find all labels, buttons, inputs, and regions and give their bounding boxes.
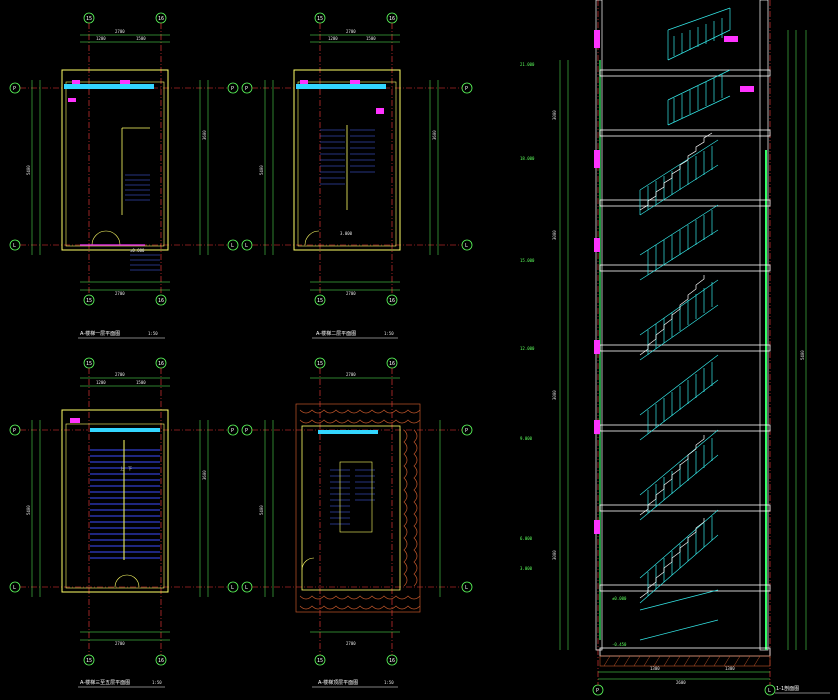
axis-bubble-L: L [245,585,248,591]
dim-depth-total: 5400 [26,165,31,175]
storey-height-1: 3000 [552,110,557,120]
plan-second-floor: 15 16 P L P L 15 16 2700 1200 1500 2700 … [241,12,473,339]
axis-bubble-15: 15 [86,361,92,367]
note-down: 下 [128,466,132,471]
axis-bubble-P-right: P [465,86,468,92]
level-18: 18.000 [520,156,535,161]
axis-bubble-L-right: L [465,585,468,591]
level-minus: -0.450 [612,642,627,647]
plan2-title: A-楼梯二层平面图 [316,330,356,337]
plan3-title: A-楼梯三至五层平面图 [80,679,130,686]
axis-bubble-16: 16 [389,16,395,22]
section-dim-right: 1300 [725,666,735,671]
plan3-scale: 1:50 [152,680,162,685]
level-zero: ±0.000 [612,596,627,601]
dim-depth-total: 5400 [259,505,264,515]
dim-span-total: 2700 [346,29,356,34]
axis-bubble-L-right: L [465,243,468,249]
section-dim-left: 1300 [650,666,660,671]
plan4-title: A-楼梯顶层平面图 [318,679,358,686]
storey-height-3: 3000 [552,390,557,400]
dim-depth-mid: 3600 [202,470,207,480]
axis-bubble-L: L [13,585,16,591]
stair-flights [639,7,731,641]
section-dim-total: 2600 [676,680,686,685]
axis-bubble-16-bottom: 16 [389,658,395,664]
roof-tile-hatch [295,403,421,613]
axis-bubble-16: 16 [158,16,164,22]
axis-bubble-16-bottom: 16 [158,658,164,664]
dim-span-b: 1500 [366,36,376,41]
dim-span-total-bottom: 2700 [115,641,125,646]
storey-height-2: 3000 [552,230,557,240]
level-15: 15.000 [520,258,535,263]
section-1-1: P L [520,0,830,696]
axis-bubble-L: L [13,243,16,249]
dim-span-a: 1200 [96,36,106,41]
plan-third-to-fifth-floor: 15 16 P L P L 15 16 2700 1200 1500 2700 … [9,357,239,688]
axis-bubble-15-bottom: 15 [317,298,323,304]
dim-depth-total: 5400 [259,165,264,175]
plan-ground-floor: 15 16 P L P L 15 16 2700 1200 1500 2700 … [9,12,239,339]
level-9: 9.000 [520,436,533,441]
level-3: 3.000 [520,566,533,571]
axis-bubble-P: P [596,688,599,694]
axis-bubble-L: L [768,688,771,694]
section-title: 1-1剖面图 [776,685,799,692]
dim-span-a: 1200 [328,36,338,41]
axis-bubble-15: 15 [86,16,92,22]
dim-span-total: 2700 [115,29,125,34]
level-second: 3.000 [340,231,353,236]
dim-span-a: 1200 [96,380,106,385]
level-12: 12.000 [520,346,535,351]
axis-bubble-15-bottom: 15 [86,298,92,304]
dim-span-total: 2700 [346,372,356,377]
axis-bubble-16-bottom: 16 [158,298,164,304]
axis-bubble-L: L [245,243,248,249]
level-ground: ±0.000 [130,248,145,253]
axis-bubble-15-bottom: 15 [317,658,323,664]
dim-span-total: 2700 [115,372,125,377]
level-6: 6.000 [520,536,533,541]
axis-bubble-15: 15 [317,16,323,22]
axis-bubble-P-right: P [465,428,468,434]
axis-bubble-16: 16 [389,361,395,367]
plan1-title: A-楼梯一层平面图 [80,330,120,337]
axis-bubble-P: P [245,428,248,434]
plan4-scale: 1:50 [384,680,394,685]
dim-span-b: 1500 [136,380,146,385]
note-up: 上 [120,465,124,471]
level-21: 21.000 [520,62,535,67]
dim-span-total-bottom: 2700 [346,291,356,296]
plan2-scale: 1:50 [384,331,394,336]
dim-depth-mid: 3600 [432,130,437,140]
axis-bubble-L-right: L [231,585,234,591]
axis-bubble-16-bottom: 16 [389,298,395,304]
plan1-scale: 1:50 [148,331,158,336]
axis-bubble-P-right: P [231,86,234,92]
axis-bubble-15-bottom: 15 [86,658,92,664]
dim-span-b: 1500 [136,36,146,41]
axis-bubble-P: P [245,86,248,92]
axis-bubble-P: P [13,86,16,92]
storey-height-4: 3000 [552,550,557,560]
plan-roof-floor: 15 16 P L P L 15 16 2700 2700 5400 [241,357,473,688]
dim-depth-mid: 3600 [202,130,207,140]
axis-bubble-P: P [13,428,16,434]
section-total-height: 5400 [800,350,805,360]
dim-span-total-bottom: 2700 [346,641,356,646]
axis-bubble-15: 15 [317,361,323,367]
dim-span-total-bottom: 2700 [115,291,125,296]
dim-depth-total: 5400 [26,505,31,515]
axis-bubble-P-right: P [231,428,234,434]
axis-bubble-L-right: L [231,243,234,249]
axis-bubble-16: 16 [158,361,164,367]
